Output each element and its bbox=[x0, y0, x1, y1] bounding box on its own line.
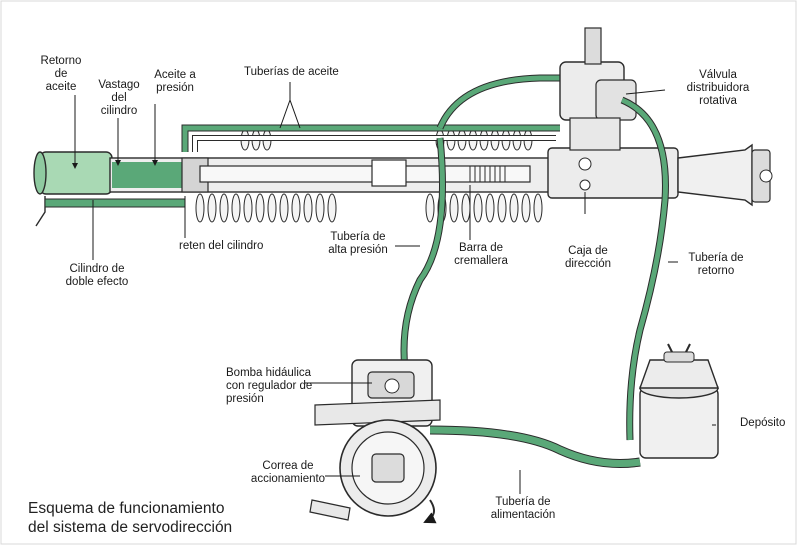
label-tuberia-alimentacion: Tubería de alimentación bbox=[490, 496, 556, 521]
leader-lines bbox=[72, 82, 716, 494]
label-caja: Caja de dirección bbox=[564, 245, 612, 270]
label-retorno-aceite: Retorno de aceite bbox=[40, 55, 82, 93]
pump bbox=[309, 359, 441, 524]
rack-housing bbox=[33, 143, 773, 227]
rotary-valve bbox=[559, 27, 637, 151]
label-deposito: Depósito bbox=[740, 417, 786, 429]
label-tuberia-alta: Tubería de alta presión bbox=[328, 231, 388, 256]
label-tuberia-retorno: Tubería de retorno bbox=[688, 252, 744, 277]
diagram-caption: Esquema de funcionamiento del sistema de… bbox=[28, 500, 233, 536]
label-bomba: Bomba hidáulica con regulador de presión bbox=[226, 367, 313, 405]
label-tuberias-aceite: Tuberías de aceite bbox=[244, 66, 339, 78]
label-aceite-presion: Aceite a presión bbox=[154, 69, 196, 94]
supply-hose bbox=[429, 425, 641, 468]
high-pressure-hose bbox=[400, 96, 669, 441]
label-reten: reten del cilindro bbox=[179, 240, 264, 252]
label-barra: Barra de cremallera bbox=[454, 242, 508, 267]
reservoir bbox=[639, 343, 719, 459]
label-valvula: Válvula distribuidora rotativa bbox=[686, 69, 750, 107]
label-vastago: Vastago del cilindro bbox=[98, 79, 140, 117]
label-correa: Correa de accionamiento bbox=[250, 460, 326, 485]
oil-pipes bbox=[181, 74, 570, 152]
label-cilindro-doble: Cilindro de doble efecto bbox=[65, 263, 129, 288]
